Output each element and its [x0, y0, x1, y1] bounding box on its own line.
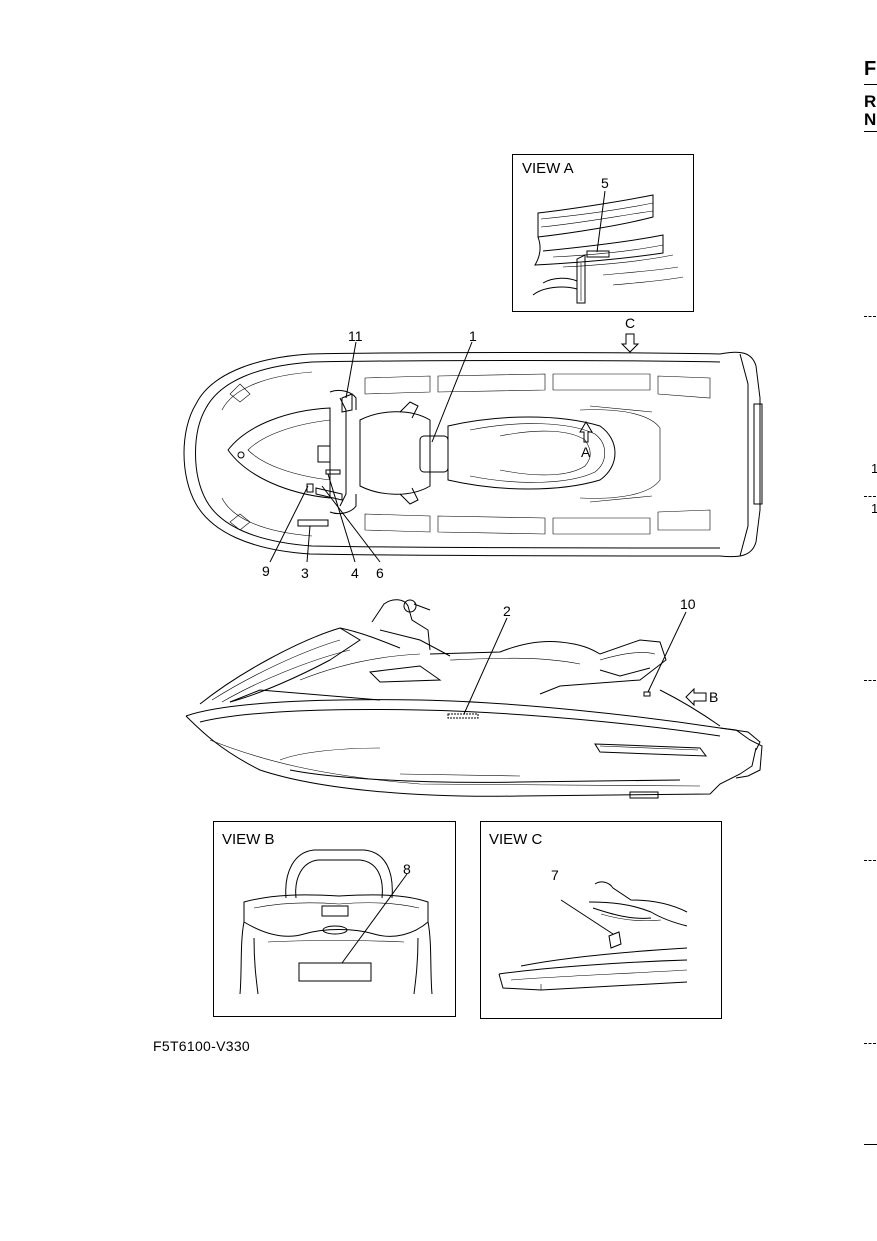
- view-c-illustration: [498, 881, 688, 991]
- edge-rule: [864, 131, 877, 132]
- view-b-title: VIEW B: [222, 831, 275, 848]
- callout-11: 11: [348, 328, 363, 344]
- edge-tick: [864, 316, 876, 317]
- edge-tick: [864, 680, 876, 681]
- view-b-box: VIEW B 8: [213, 821, 456, 1017]
- edge-rule: [864, 1144, 877, 1145]
- arrow-a-label: A: [581, 444, 591, 460]
- callout-10: 10: [680, 596, 696, 612]
- callout-7: 7: [551, 867, 559, 883]
- view-a-title: VIEW A: [522, 160, 574, 177]
- figure-code: F5T6100-V330: [153, 1038, 250, 1054]
- edge-letter-n: N: [864, 110, 877, 129]
- view-a-box: VIEW A 5: [512, 154, 694, 312]
- view-b-illustration: [239, 849, 433, 995]
- view-c-title: VIEW C: [489, 831, 543, 848]
- callout-5: 5: [601, 175, 609, 191]
- edge-number: 1: [871, 501, 877, 516]
- edge-tick: [864, 1043, 876, 1044]
- callout-3: 3: [301, 565, 309, 581]
- edge-rule: [864, 84, 877, 85]
- arrow-c-label: C: [625, 315, 636, 331]
- callout-8: 8: [403, 861, 411, 877]
- view-c-box: VIEW C 7: [480, 821, 722, 1019]
- callout-6: 6: [376, 565, 384, 581]
- callout-4: 4: [351, 565, 359, 581]
- arrow-b-label: B: [709, 689, 719, 705]
- callout-1: 1: [469, 328, 477, 344]
- edge-number: 1: [871, 461, 877, 476]
- callout-2: 2: [503, 603, 511, 619]
- edge-tick: [864, 860, 876, 861]
- view-a-illustration: [532, 190, 684, 304]
- edge-letter-f: F: [864, 58, 877, 80]
- edge-tick: [864, 496, 876, 497]
- callout-9: 9: [262, 563, 270, 579]
- edge-letter-r: R: [864, 92, 877, 111]
